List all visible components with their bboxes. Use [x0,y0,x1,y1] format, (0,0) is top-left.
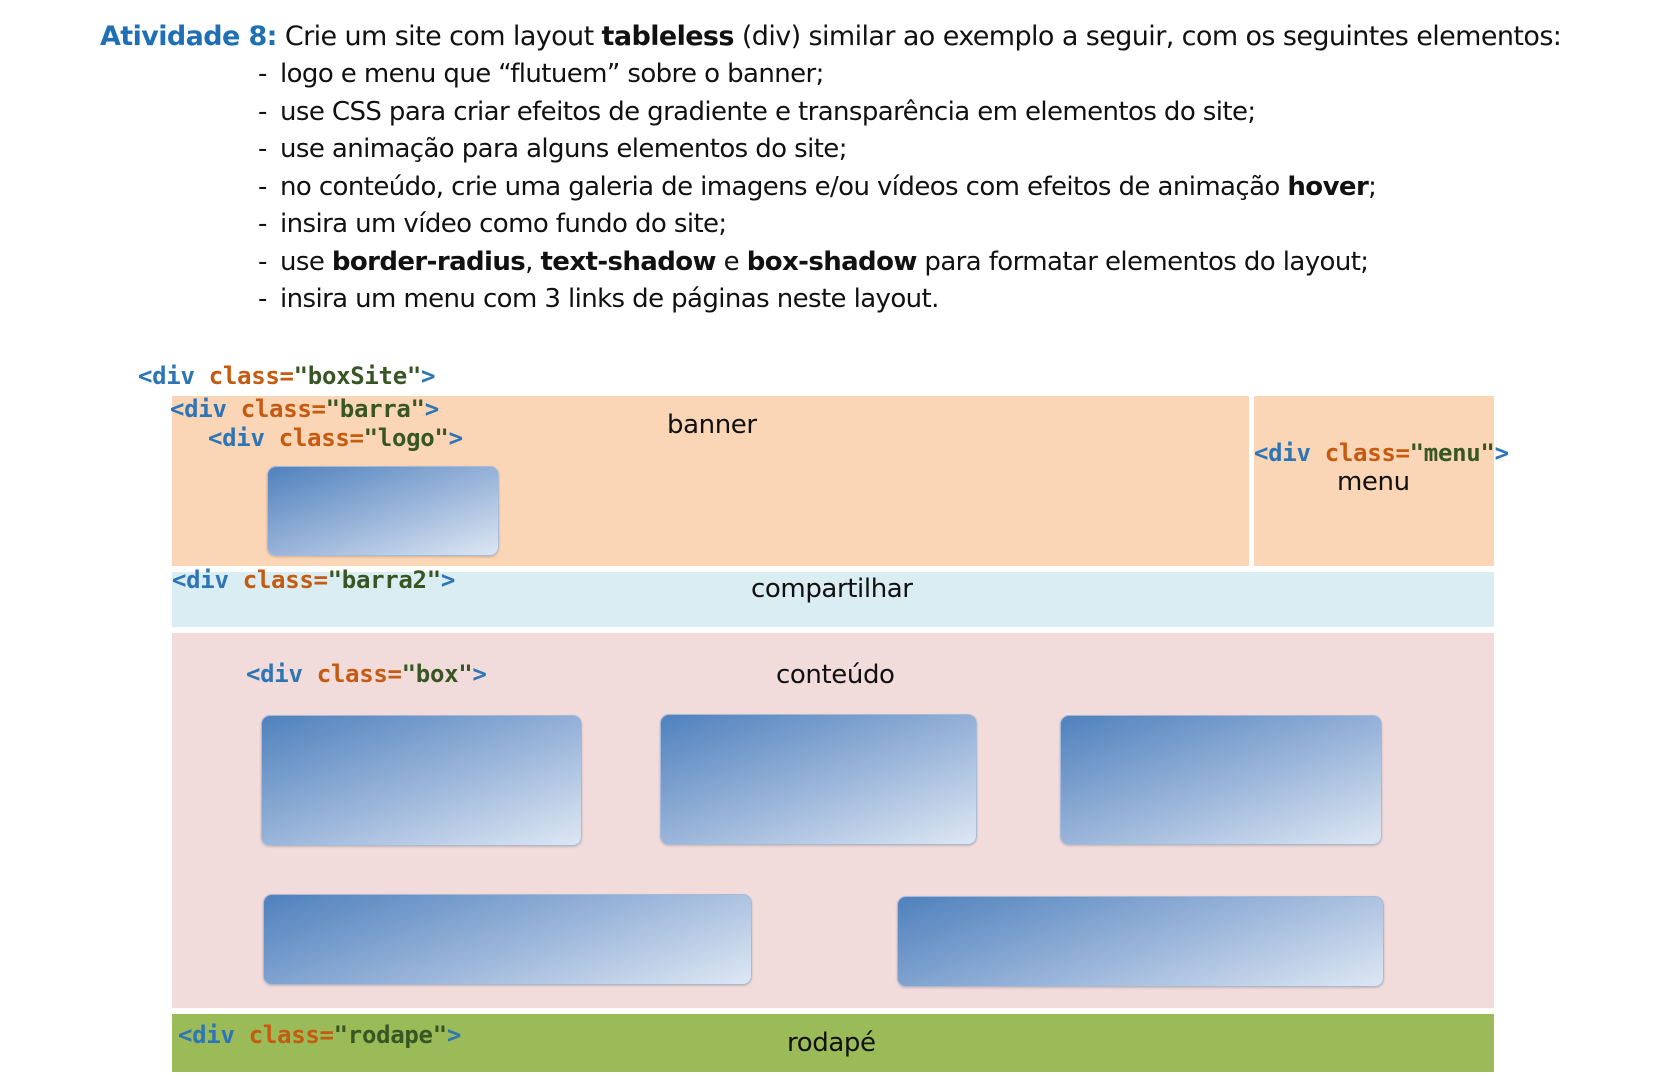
footer-region [172,1014,1494,1072]
code-attr: class= [1324,439,1410,467]
bullet-dash: - [258,59,267,89]
code-attr: class= [278,424,364,452]
code-value: "barra2" [327,566,442,594]
code-barra: <div class="barra"> [170,395,439,423]
code-attr: class= [240,395,326,423]
activity-heading: Atividade 8: Crie um site com layout tab… [100,18,1562,56]
code-value: "boxSite" [293,362,422,390]
code-tag: <div [246,660,317,688]
gallery-box [261,715,582,846]
gallery-box [1060,715,1382,845]
code-tag: > [424,395,439,423]
list-item-text: use CSS para criar efeitos de gradiente … [280,96,1256,127]
code-value: "box" [401,660,473,688]
code-value: "logo" [363,424,449,452]
code-boxsite: <div class="boxSite"> [138,362,435,390]
heading-text-before: Crie um site com layout [276,21,602,52]
list-item-text: insira um vídeo como fundo do site; [280,209,727,239]
list-item-bold: text-shadow [540,246,716,277]
menu-region [1254,396,1494,566]
gallery-box-wide [263,894,752,985]
list-item: -logo e menu que “flutuem” sobre o banne… [258,56,1376,94]
list-item-text: use animação para alguns elementos do si… [280,134,847,164]
content-caption: conteúdo [776,660,895,690]
bullet-dash: - [258,246,267,277]
list-item-text: use [280,246,332,277]
code-logo: <div class="logo"> [208,424,463,452]
code-tag: > [1494,439,1509,467]
code-menu: <div class="menu"> [1254,439,1509,467]
list-item: -insira um vídeo como fundo do site; [258,206,1376,244]
share-region [172,572,1494,627]
code-rodape: <div class="rodape"> [178,1021,461,1049]
code-tag: <div [138,362,209,390]
code-attr: class= [242,566,328,594]
code-tag: <div [1254,439,1325,467]
code-tag: <div [172,566,243,594]
list-item-text: para formatar elementos do layout; [916,246,1369,277]
code-tag: <div [208,424,279,452]
list-item: -no conteúdo, crie uma galeria de imagen… [258,169,1377,207]
banner-caption: banner [667,410,757,440]
list-item-text: e [715,246,747,277]
code-tag: > [472,660,487,688]
requirements-list: -logo e menu que “flutuem” sobre o banne… [258,56,1377,319]
code-attr: class= [248,1021,334,1049]
list-item: -insira um menu com 3 links de páginas n… [258,281,1376,319]
list-item-bold: hover [1287,171,1369,202]
bullet-dash: - [258,134,267,164]
list-item: -use CSS para criar efeitos de gradiente… [258,94,1376,132]
list-item-text: , [525,246,541,277]
list-item-bold: border-radius [331,246,526,277]
bullet-dash: - [258,96,267,127]
code-attr: class= [316,660,402,688]
heading-bold-tableless: tableless [601,21,735,52]
code-tag: > [446,1021,462,1049]
menu-caption: menu [1337,467,1410,497]
code-value: "menu" [1409,439,1495,467]
footer-caption: rodapé [787,1028,876,1058]
list-item: -use animação para alguns elementos do s… [258,131,1376,169]
logo-box [267,466,499,556]
list-item-text: insira um menu com 3 links de páginas ne… [280,284,939,314]
code-tag: <div [178,1021,249,1049]
bullet-dash: - [258,284,267,314]
code-attr: class= [208,362,294,390]
code-value: "barra" [325,395,425,423]
activity-label: Atividade 8: [100,21,277,52]
gallery-box [660,714,977,845]
code-value: "rodape" [333,1021,448,1049]
list-item-text: no conteúdo, crie uma galeria de imagens… [280,171,1288,202]
code-barra2: <div class="barra2"> [172,566,455,594]
gallery-box-wide [897,896,1384,987]
list-item-text: ; [1368,171,1377,202]
list-item-text: logo e menu que “flutuem” sobre o banner… [280,59,824,89]
heading-text-after: (div) similar ao exemplo a seguir, com o… [733,21,1562,52]
list-item-bold: box-shadow [746,246,918,277]
code-tag: <div [170,395,241,423]
share-caption: compartilhar [751,574,913,604]
bullet-dash: - [258,209,267,239]
code-tag: > [448,424,463,452]
code-box: <div class="box"> [246,660,487,688]
bullet-dash: - [258,171,267,202]
list-item: -use border-radius, text-shadow e box-sh… [258,244,1376,282]
code-tag: > [421,362,436,390]
code-tag: > [440,566,456,594]
